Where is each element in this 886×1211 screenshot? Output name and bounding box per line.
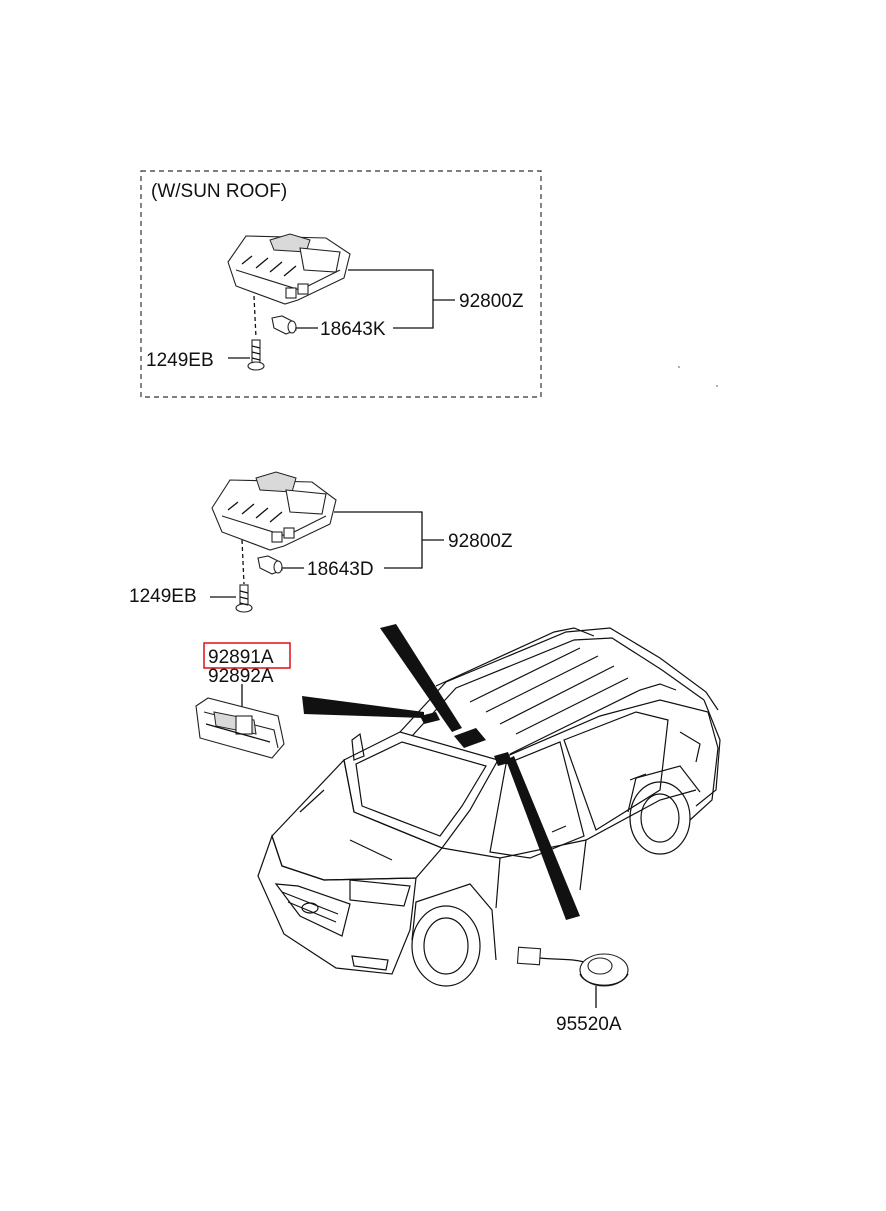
bulb-sunroof <box>271 315 297 335</box>
highlight-box <box>203 642 291 669</box>
label-92800z-mid: 92800Z <box>448 531 513 552</box>
roof-lamp-mark-1 <box>420 712 440 724</box>
room-lamp <box>195 697 285 759</box>
overhead-lamp-standard <box>211 471 337 551</box>
label-92892a: 92892A <box>208 666 274 687</box>
label-92800z-top: 92800Z <box>459 291 524 312</box>
horn-speaker <box>579 953 629 987</box>
pointer-wedge-1 <box>380 624 462 732</box>
sunroof-box-border <box>140 170 542 398</box>
leader-92800z-mid <box>334 511 444 569</box>
horn-part-group: 95520A <box>516 946 629 1035</box>
room-lamp-group: 92891A 92892A <box>195 642 291 759</box>
label-1249eb-mid: 1249EB <box>129 586 197 607</box>
leader-92800z-top <box>348 269 455 329</box>
standard-group: 92800Z 18643D 1249EB <box>129 471 513 613</box>
label-92891a: 92891A <box>208 647 274 668</box>
sunroof-heading: (W/SUN ROOF) <box>151 181 287 202</box>
label-18643k: 18643K <box>320 319 386 340</box>
label-18643d: 18643D <box>307 559 374 580</box>
label-95520a: 95520A <box>556 1014 622 1035</box>
bulb-standard <box>257 555 283 575</box>
screw-sunroof <box>247 295 265 371</box>
vehicle-illustration <box>257 624 721 987</box>
screw-standard <box>235 539 253 613</box>
sunroof-group: (W/SUN ROOF) 92800Z 18643K <box>140 170 542 398</box>
roof-lamp-mark-2 <box>454 728 486 748</box>
pointer-wedge-3 <box>506 756 580 920</box>
pointer-wedge-2 <box>302 696 424 718</box>
label-1249eb-top: 1249EB <box>146 350 214 371</box>
horn-connector <box>516 946 591 966</box>
overhead-lamp-sunroof <box>227 233 351 305</box>
